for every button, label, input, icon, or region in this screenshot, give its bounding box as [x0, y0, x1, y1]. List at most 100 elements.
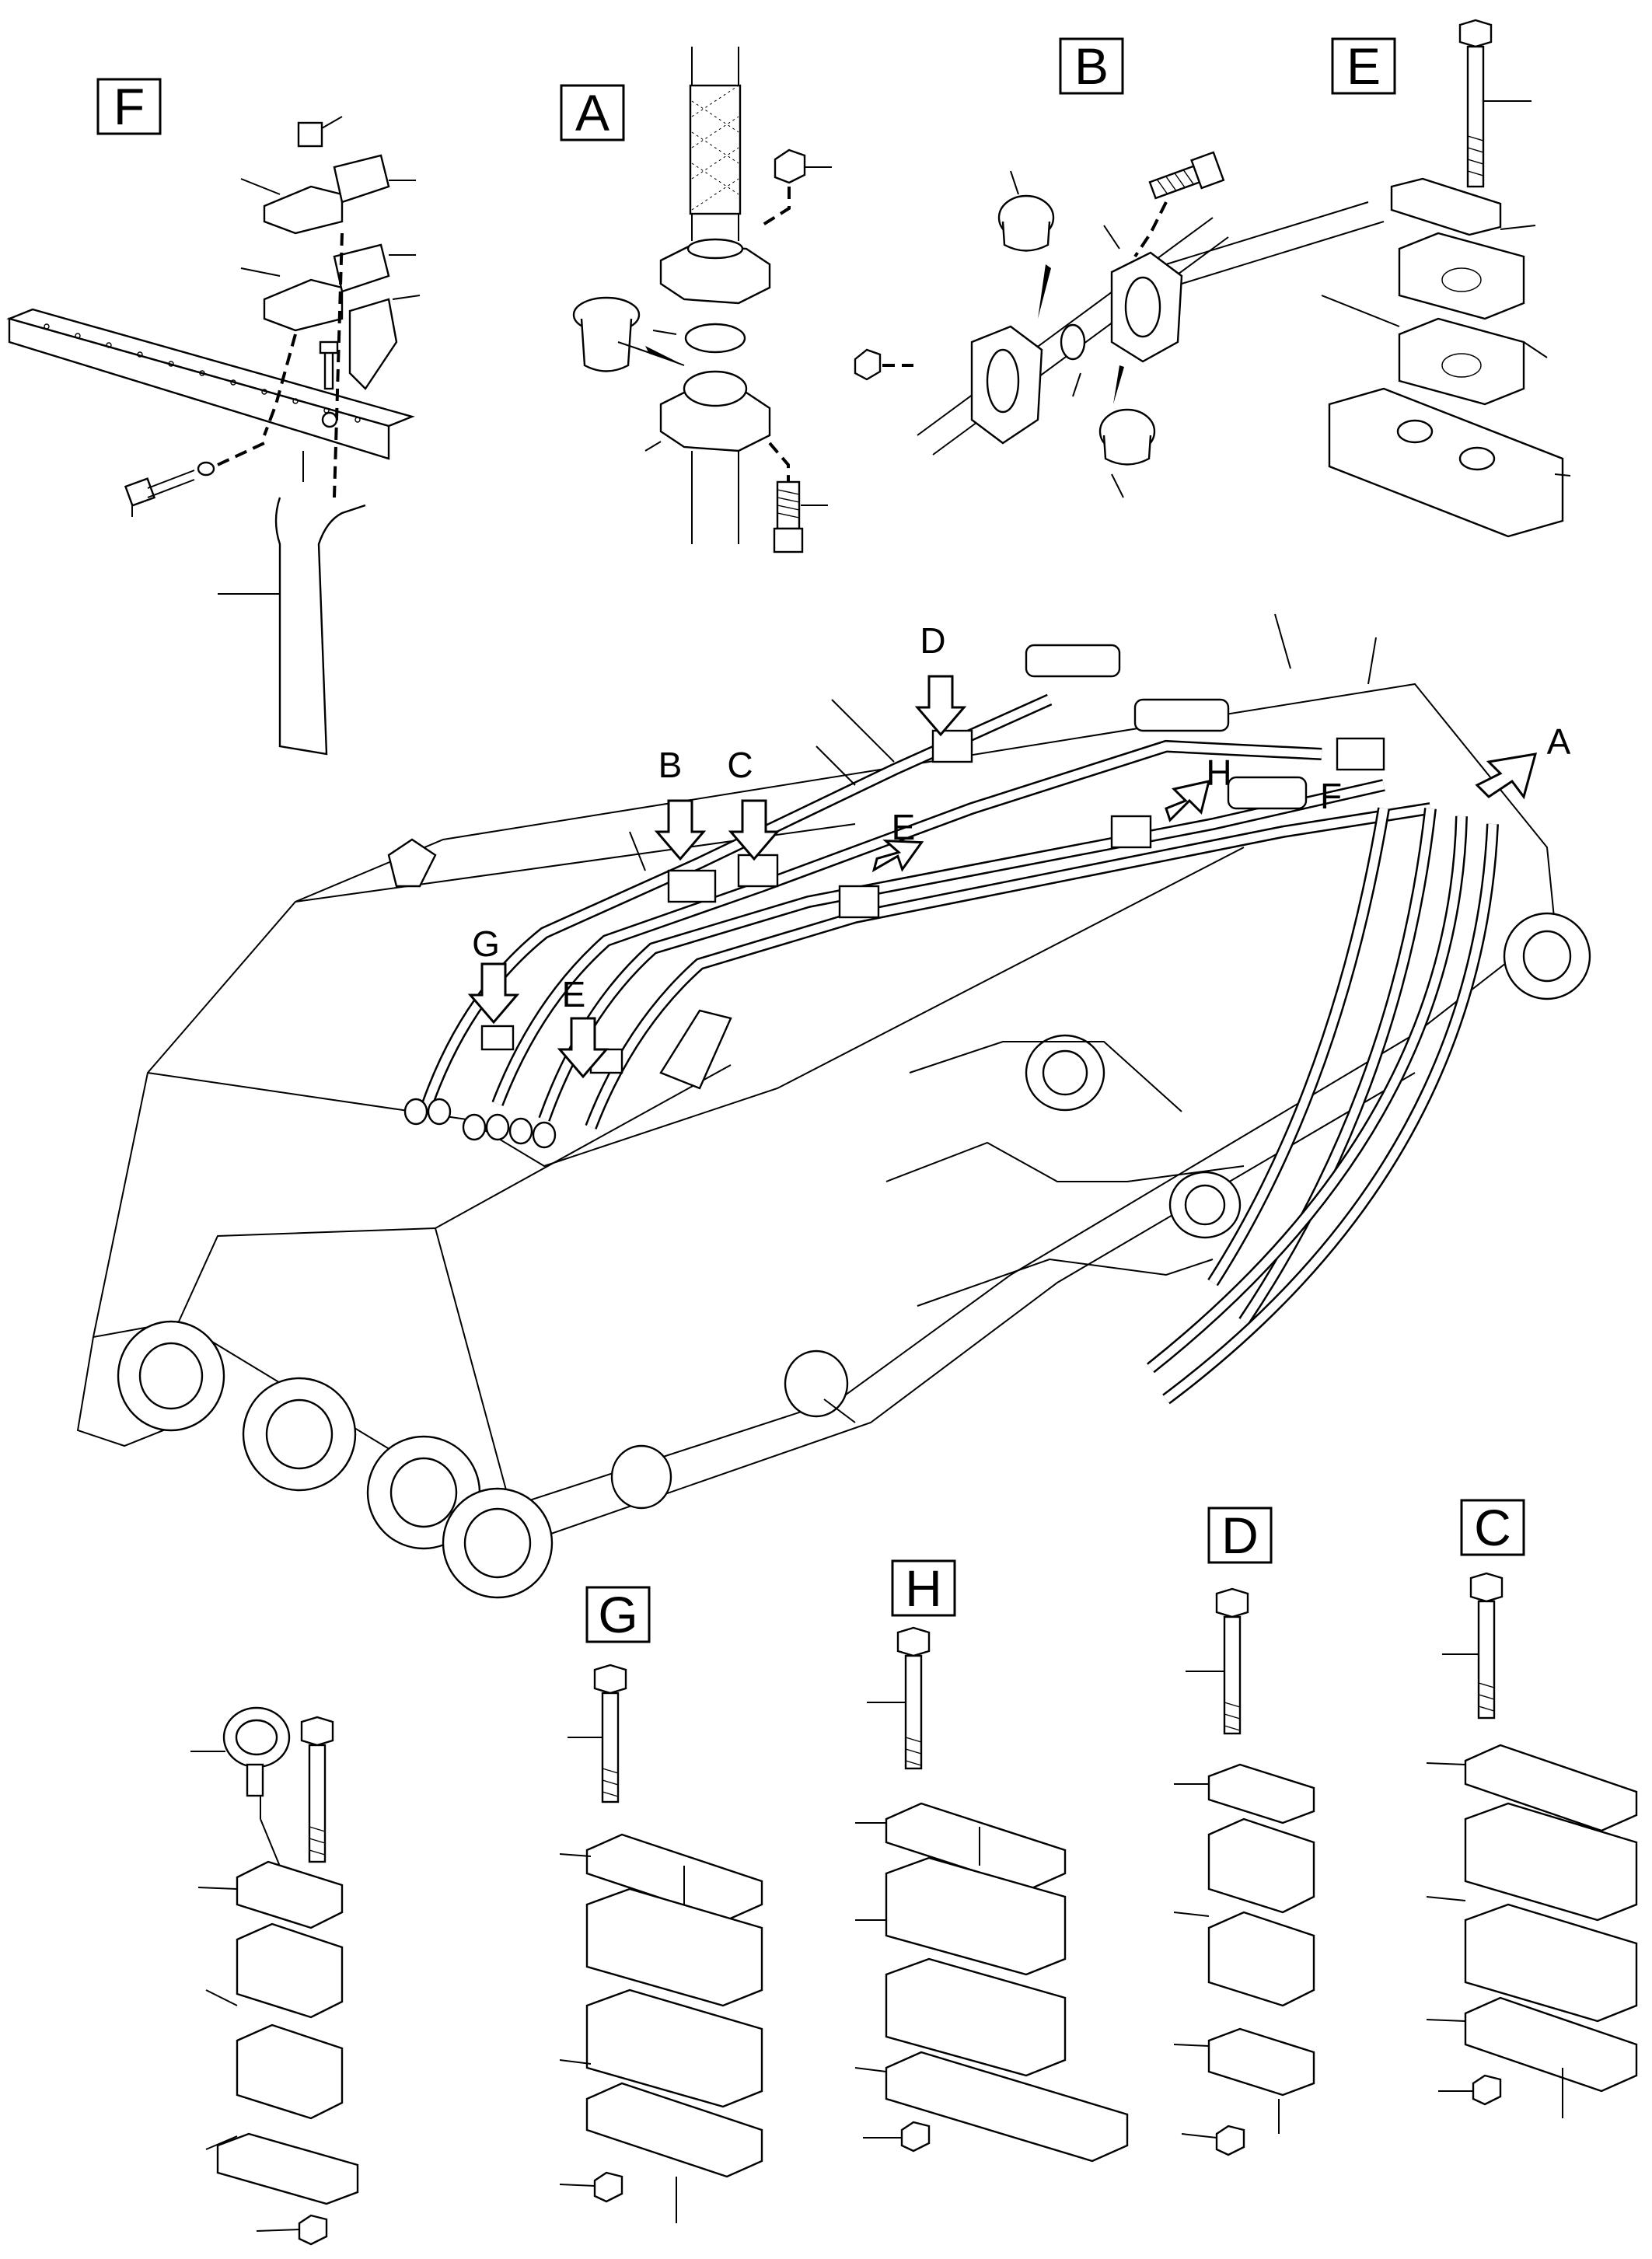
detail-e-label-box [1331, 37, 1396, 95]
clamp-plate-lower [333, 243, 390, 293]
nut-eye [298, 2214, 328, 2246]
hydraulic-lines [403, 644, 1499, 1405]
nut-h [900, 2121, 931, 2153]
arrow-c [728, 799, 781, 861]
clamp-half-g-lower [585, 1988, 763, 2108]
clamp-plate-upper [333, 154, 390, 204]
clamp-half-c-lower [1464, 1903, 1638, 2023]
clamp-plate-h [885, 1802, 1067, 1891]
clamp-half-upper [263, 185, 344, 235]
callout-e-upper: E [892, 807, 916, 847]
side-plate-2 [610, 1444, 672, 1510]
assembly-line-2 [333, 232, 344, 498]
tube-end-fittings [403, 1098, 557, 1149]
assembly-line-1 [263, 333, 297, 436]
rail-g [585, 2082, 763, 2178]
callout-d: D [920, 620, 945, 661]
nut-c [1472, 2074, 1502, 2106]
detail-h-label: H [905, 1559, 942, 1617]
detail-a-label: A [575, 84, 609, 141]
detail-f: F [6, 78, 421, 756]
detail-e-label: E [1346, 37, 1381, 95]
detail-b: B [854, 37, 1385, 498]
arrow-b [654, 799, 707, 861]
clamp-half-d-lower [1207, 1911, 1315, 2007]
clamp-half-e-lower [1398, 317, 1525, 406]
detail-c-label-box [1460, 1499, 1525, 1556]
detail-e: E [1321, 19, 1571, 538]
clamp-plate-d [1207, 1763, 1315, 1824]
arrow-d [914, 675, 967, 737]
clamp-d-main [931, 729, 973, 763]
rail-c [1464, 1996, 1638, 2093]
detail-g: G [559, 1586, 763, 2223]
clamp-half-lower [263, 278, 344, 332]
clamp-half-h-lower [885, 1957, 1067, 2077]
cover-plate [348, 298, 398, 390]
side-bolt [124, 442, 265, 517]
rear-elbow-fittings [1025, 644, 1308, 810]
callout-c: C [727, 745, 753, 785]
rail-d [1207, 2027, 1315, 2097]
detail-c: C [1426, 1499, 1638, 2118]
boom-assembly [76, 683, 1591, 1599]
callout-f: F [1320, 776, 1342, 816]
clamp-b-main [667, 869, 717, 903]
bolt-b [1148, 151, 1225, 200]
callout-b: B [658, 745, 683, 785]
detail-g-label-box [585, 1586, 651, 1643]
support-leg [274, 497, 366, 756]
small-bolt [323, 348, 334, 390]
nut-d [1215, 2125, 1245, 2156]
plug [572, 296, 641, 372]
o-ring [684, 323, 746, 354]
clamp-g-main [480, 1025, 515, 1051]
rail-h [885, 2051, 1129, 2163]
detail-b-label: B [1074, 37, 1109, 95]
detail-b-label-box [1059, 37, 1124, 95]
bolt-eye-head [300, 1716, 334, 1747]
clamp-e-main [838, 885, 880, 919]
callout-g: G [472, 924, 500, 964]
clamp-half-h-upper [885, 1856, 1067, 1976]
bolt-g-head [593, 1664, 627, 1695]
rail-e [1328, 387, 1564, 538]
arrow-h [1165, 780, 1211, 822]
plate-eye-bottom [216, 2132, 359, 2205]
detail-h-label-box [891, 1559, 956, 1617]
detail-g-label: G [598, 1586, 637, 1643]
detail-h: H [854, 1559, 1129, 2163]
arrow-a [1475, 752, 1538, 800]
o-ring-b [1060, 323, 1086, 361]
clamp-half-e-upper [1398, 232, 1525, 320]
nut-g [593, 2171, 623, 2203]
clamp-plate-c [1464, 1744, 1638, 1832]
clamp-half-g-upper [585, 1887, 763, 2007]
clamp-half-c-upper [1464, 1802, 1638, 1922]
boom-bracket-left [387, 838, 437, 888]
clamp-plate-eye [236, 1860, 344, 1929]
arrow-g [467, 962, 520, 1025]
callout-a: A [1547, 721, 1571, 762]
plug-lower [1098, 408, 1156, 466]
detail-d-label-box [1207, 1507, 1273, 1564]
callout-h: H [1206, 752, 1231, 793]
bolt-d-head [1215, 1587, 1249, 1618]
callout-arrows: B C D E H F A G E [467, 613, 1571, 1079]
clamp-half-eye-upper [236, 1922, 344, 2019]
bolt-c-head [1469, 1572, 1504, 1603]
detail-eye-bolt [190, 1706, 359, 2246]
clamp-plate-g [585, 1833, 763, 1922]
detail-f-label-box [96, 78, 162, 135]
plug-upper [997, 194, 1055, 252]
side-plate-1 [784, 1349, 849, 1418]
detail-f-label: F [114, 78, 145, 135]
clamp-h-main [1110, 815, 1152, 849]
arrow-e-upper [871, 839, 924, 873]
clamp-c-main [737, 854, 779, 888]
clamp-plate-e [1390, 177, 1502, 236]
arrow-e-lower [557, 1017, 609, 1079]
detail-d-label: D [1221, 1507, 1259, 1564]
detail-d: D [1173, 1507, 1315, 2156]
